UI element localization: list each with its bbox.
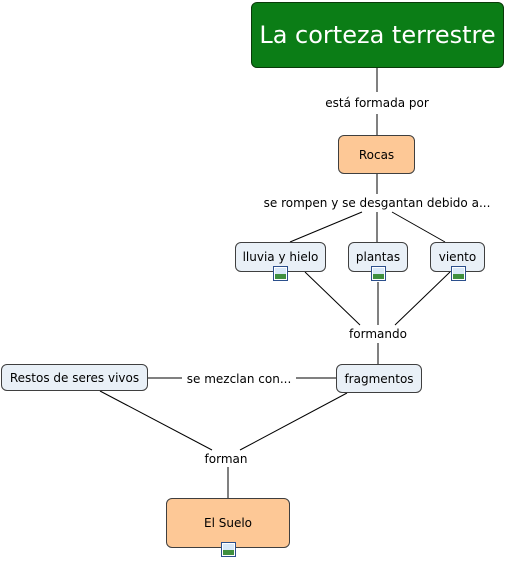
line-label-to-viento — [391, 211, 446, 243]
image-icon[interactable] — [451, 266, 466, 281]
image-icon[interactable] — [371, 266, 386, 281]
fragmentos-node[interactable]: fragmentos — [336, 364, 422, 393]
line-viento-to-formando — [394, 271, 451, 326]
restos-de-seres-vivos-text: Restos de seres vivos — [9, 370, 140, 385]
link-label-se-rompen: se rompen y se desgantan debido a... — [260, 195, 494, 211]
image-icon[interactable] — [273, 266, 288, 281]
rocas-node[interactable]: Rocas — [338, 135, 415, 174]
line-fragmentos-to-forman — [239, 392, 348, 451]
line-restos-to-forman — [99, 390, 213, 451]
rocas-text: Rocas — [358, 147, 395, 162]
el-suelo-node[interactable]: El Suelo — [166, 498, 290, 548]
link-label-forman: forman — [201, 451, 251, 467]
line-label-to-lluvia — [289, 211, 363, 243]
line-lluvia-to-formando — [304, 271, 361, 326]
link-label-esta-formada-por: está formada por — [322, 95, 432, 111]
viento-text: viento — [438, 250, 477, 264]
lluvia-y-hielo-text: lluvia y hielo — [242, 250, 319, 264]
link-label-se-mezclan: se mezclan con... — [183, 371, 295, 387]
fragmentos-text: fragmentos — [344, 371, 414, 386]
restos-de-seres-vivos-node[interactable]: Restos de seres vivos — [1, 364, 148, 391]
image-icon[interactable] — [221, 542, 236, 557]
plantas-text: plantas — [355, 250, 401, 264]
link-label-formando: formando — [346, 326, 410, 342]
title-node[interactable]: La corteza terrestre — [251, 2, 504, 68]
el-suelo-text: El Suelo — [203, 516, 252, 530]
title-text: La corteza terrestre — [259, 21, 496, 49]
